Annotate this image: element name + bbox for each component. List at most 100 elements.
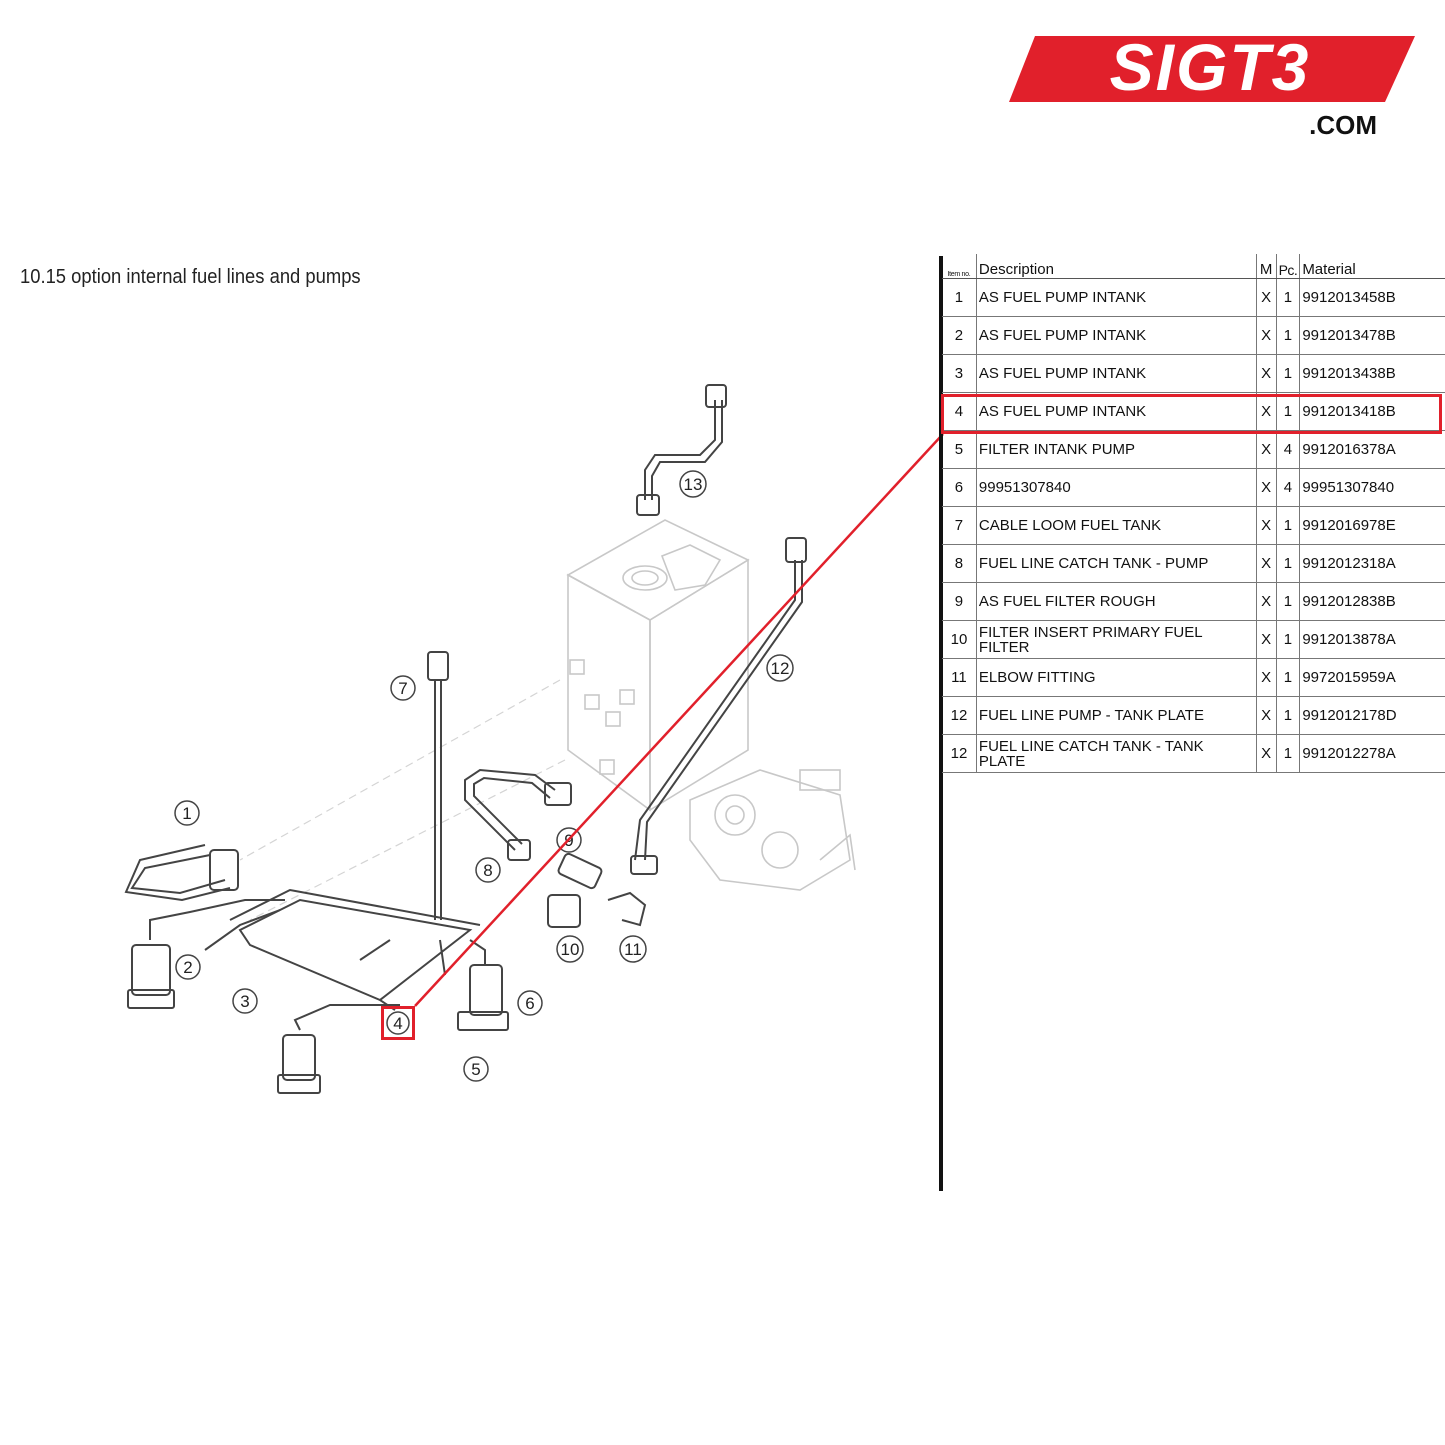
cell-m: X	[1256, 696, 1277, 735]
svg-text:12: 12	[771, 659, 790, 678]
table-row: 7 CABLE LOOM FUEL TANK X 1 9912016978E	[942, 506, 1445, 545]
cell-pc: 1	[1276, 544, 1301, 583]
cell-material: 99951307840	[1299, 468, 1445, 507]
header-material: Material	[1299, 254, 1445, 279]
table-row: 2 AS FUEL PUMP INTANK X 1 9912013478B	[942, 316, 1445, 355]
cell-material: 9912012838B	[1299, 582, 1445, 621]
cell-item: 5	[942, 430, 977, 469]
cell-item: 10	[942, 620, 977, 659]
callout-8: 8	[475, 857, 501, 883]
cell-item: 4	[942, 392, 977, 431]
svg-text:6: 6	[525, 994, 534, 1013]
cell-description: FUEL LINE CATCH TANK - PUMP	[976, 544, 1257, 583]
callout-4: 4	[386, 1011, 410, 1035]
pump-1-2-lines	[124, 844, 285, 951]
cell-pc: 1	[1276, 582, 1301, 621]
cell-m: X	[1256, 658, 1277, 697]
table-row: 5 FILTER INTANK PUMP X 4 9912016378A	[942, 430, 1445, 469]
faded-guide-lines	[239, 679, 566, 921]
cell-material: 9912012278A	[1299, 734, 1445, 773]
svg-text:11: 11	[624, 940, 642, 959]
cell-item: 12	[942, 696, 977, 735]
logo-domain: .COM	[1309, 110, 1377, 140]
cell-m: X	[1256, 582, 1277, 621]
svg-text:1: 1	[182, 804, 191, 823]
cell-description: CABLE LOOM FUEL TANK	[976, 506, 1257, 545]
table-row: 12 FUEL LINE CATCH TANK - TANK PLATE X 1…	[942, 734, 1445, 773]
cell-pc: 1	[1276, 696, 1301, 735]
cell-description: FUEL LINE PUMP - TANK PLATE	[976, 696, 1257, 735]
svg-text:2: 2	[183, 958, 192, 977]
highlight-callout-box	[381, 1006, 415, 1040]
fuel-line-12	[630, 537, 807, 875]
cell-m: X	[1256, 430, 1277, 469]
highlight-connector-line	[414, 433, 944, 1007]
table-row: 11 ELBOW FITTING X 1 9972015959A	[942, 658, 1445, 697]
cell-item: 2	[942, 316, 977, 355]
cell-description: AS FUEL PUMP INTANK	[976, 354, 1257, 393]
cell-item: 12	[942, 734, 977, 773]
callout-11: 11	[619, 935, 647, 963]
cell-item: 7	[942, 506, 977, 545]
callouts: 1 2 3 4 5 6 7 8 9 10 11 12 13	[174, 470, 794, 1082]
svg-text:13: 13	[684, 475, 703, 494]
cell-pc: 1	[1276, 278, 1301, 317]
cell-pc: 1	[1276, 354, 1301, 393]
cell-m: X	[1256, 278, 1277, 317]
cell-material: 9912013478B	[1299, 316, 1445, 355]
cell-description: FUEL LINE CATCH TANK - TANK PLATE	[976, 734, 1257, 773]
cell-m: X	[1256, 544, 1277, 583]
cell-description: AS FUEL PUMP INTANK	[976, 392, 1257, 431]
callout-6: 6	[517, 990, 543, 1016]
svg-text:10: 10	[561, 940, 580, 959]
fuel-line-8	[464, 768, 572, 861]
faded-filter-assembly	[689, 769, 856, 891]
cell-material: 9912013458B	[1299, 278, 1445, 317]
svg-text:5: 5	[471, 1060, 480, 1079]
cell-pc: 4	[1276, 430, 1301, 469]
callout-12: 12	[766, 654, 794, 682]
table-row: 9 AS FUEL FILTER ROUGH X 1 9912012838B	[942, 582, 1445, 621]
cell-material: 9912012178D	[1299, 696, 1445, 735]
svg-text:3: 3	[240, 992, 249, 1011]
parts-table: Item no. Description M Pc. Material 1 AS…	[942, 254, 1445, 773]
cell-m: X	[1256, 354, 1277, 393]
cell-m: X	[1256, 620, 1277, 659]
fuel-pumps	[127, 939, 509, 1094]
cell-description: FILTER INTANK PUMP	[976, 430, 1257, 469]
table-row: 10 FILTER INSERT PRIMARY FUEL FILTER X 1…	[942, 620, 1445, 659]
fuel-line-13	[636, 384, 727, 516]
header-item-no: Item no.	[942, 254, 977, 279]
cell-m: X	[1256, 506, 1277, 545]
callout-5: 5	[463, 1056, 489, 1082]
cell-item: 1	[942, 278, 977, 317]
cell-m: X	[1256, 316, 1277, 355]
logo-text: SIGT3	[1110, 30, 1311, 104]
table-row: 3 AS FUEL PUMP INTANK X 1 9912013438B	[942, 354, 1445, 393]
header-pc: Pc.	[1276, 254, 1301, 279]
table-left-rule	[939, 256, 943, 1191]
highlight-row-box	[941, 394, 1442, 434]
callout-1: 1	[174, 800, 200, 826]
cell-material: 9972015959A	[1299, 658, 1445, 697]
cell-material: 9912012318A	[1299, 544, 1445, 583]
callout-13: 13	[679, 470, 707, 498]
cell-item: 3	[942, 354, 977, 393]
header-description: Description	[976, 254, 1257, 279]
table-row-highlighted: 4 AS FUEL PUMP INTANK X 1 9912013418B	[942, 392, 1445, 431]
cell-material: 9912016378A	[1299, 430, 1445, 469]
table-row: 1 AS FUEL PUMP INTANK X 1 9912013458B	[942, 278, 1445, 317]
callout-3: 3	[232, 988, 258, 1014]
cell-description: AS FUEL PUMP INTANK	[976, 316, 1257, 355]
callout-7: 7	[390, 675, 416, 701]
harness-frame	[229, 888, 481, 1011]
callout-10: 10	[556, 935, 584, 963]
cell-pc: 1	[1276, 734, 1301, 773]
svg-text:4: 4	[393, 1014, 402, 1033]
cell-m: X	[1256, 468, 1277, 507]
cell-pc: 1	[1276, 658, 1301, 697]
cell-item: 8	[942, 544, 977, 583]
table-row: 12 FUEL LINE PUMP - TANK PLATE X 1 99120…	[942, 696, 1445, 735]
cell-item: 6	[942, 468, 977, 507]
table-row: 6 99951307840 X 4 99951307840	[942, 468, 1445, 507]
